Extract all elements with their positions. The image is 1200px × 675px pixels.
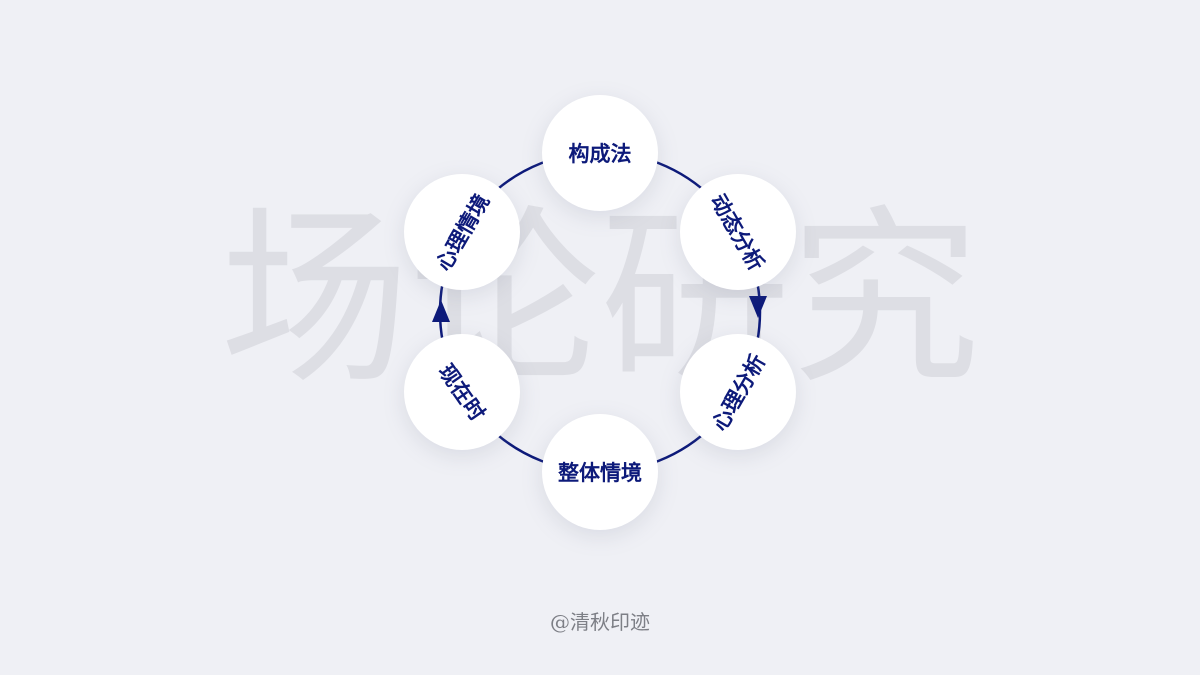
arrow-up-icon bbox=[432, 300, 450, 322]
node-label: 构成法 bbox=[568, 141, 632, 166]
node-dynamic-analysis: 动态分析 bbox=[680, 174, 796, 290]
node-label: 心理分析 bbox=[706, 349, 771, 435]
node-label: 现在时 bbox=[433, 359, 490, 426]
watermark-title: 场论研究 bbox=[219, 189, 980, 410]
node-whole-situation: 整体情境 bbox=[542, 414, 658, 530]
node-present-tense: 现在时 bbox=[404, 334, 520, 450]
arrow-down-icon bbox=[749, 296, 767, 318]
node-label: 动态分析 bbox=[705, 189, 770, 275]
node-psych-analysis: 心理分析 bbox=[680, 334, 796, 450]
node-label: 心理情境 bbox=[430, 189, 495, 275]
node-composition: 构成法 bbox=[542, 95, 658, 211]
footer-credit: @清秋印迹 bbox=[550, 610, 650, 634]
node-label: 整体情境 bbox=[558, 460, 642, 485]
node-psych-situation: 心理情境 bbox=[404, 174, 520, 290]
